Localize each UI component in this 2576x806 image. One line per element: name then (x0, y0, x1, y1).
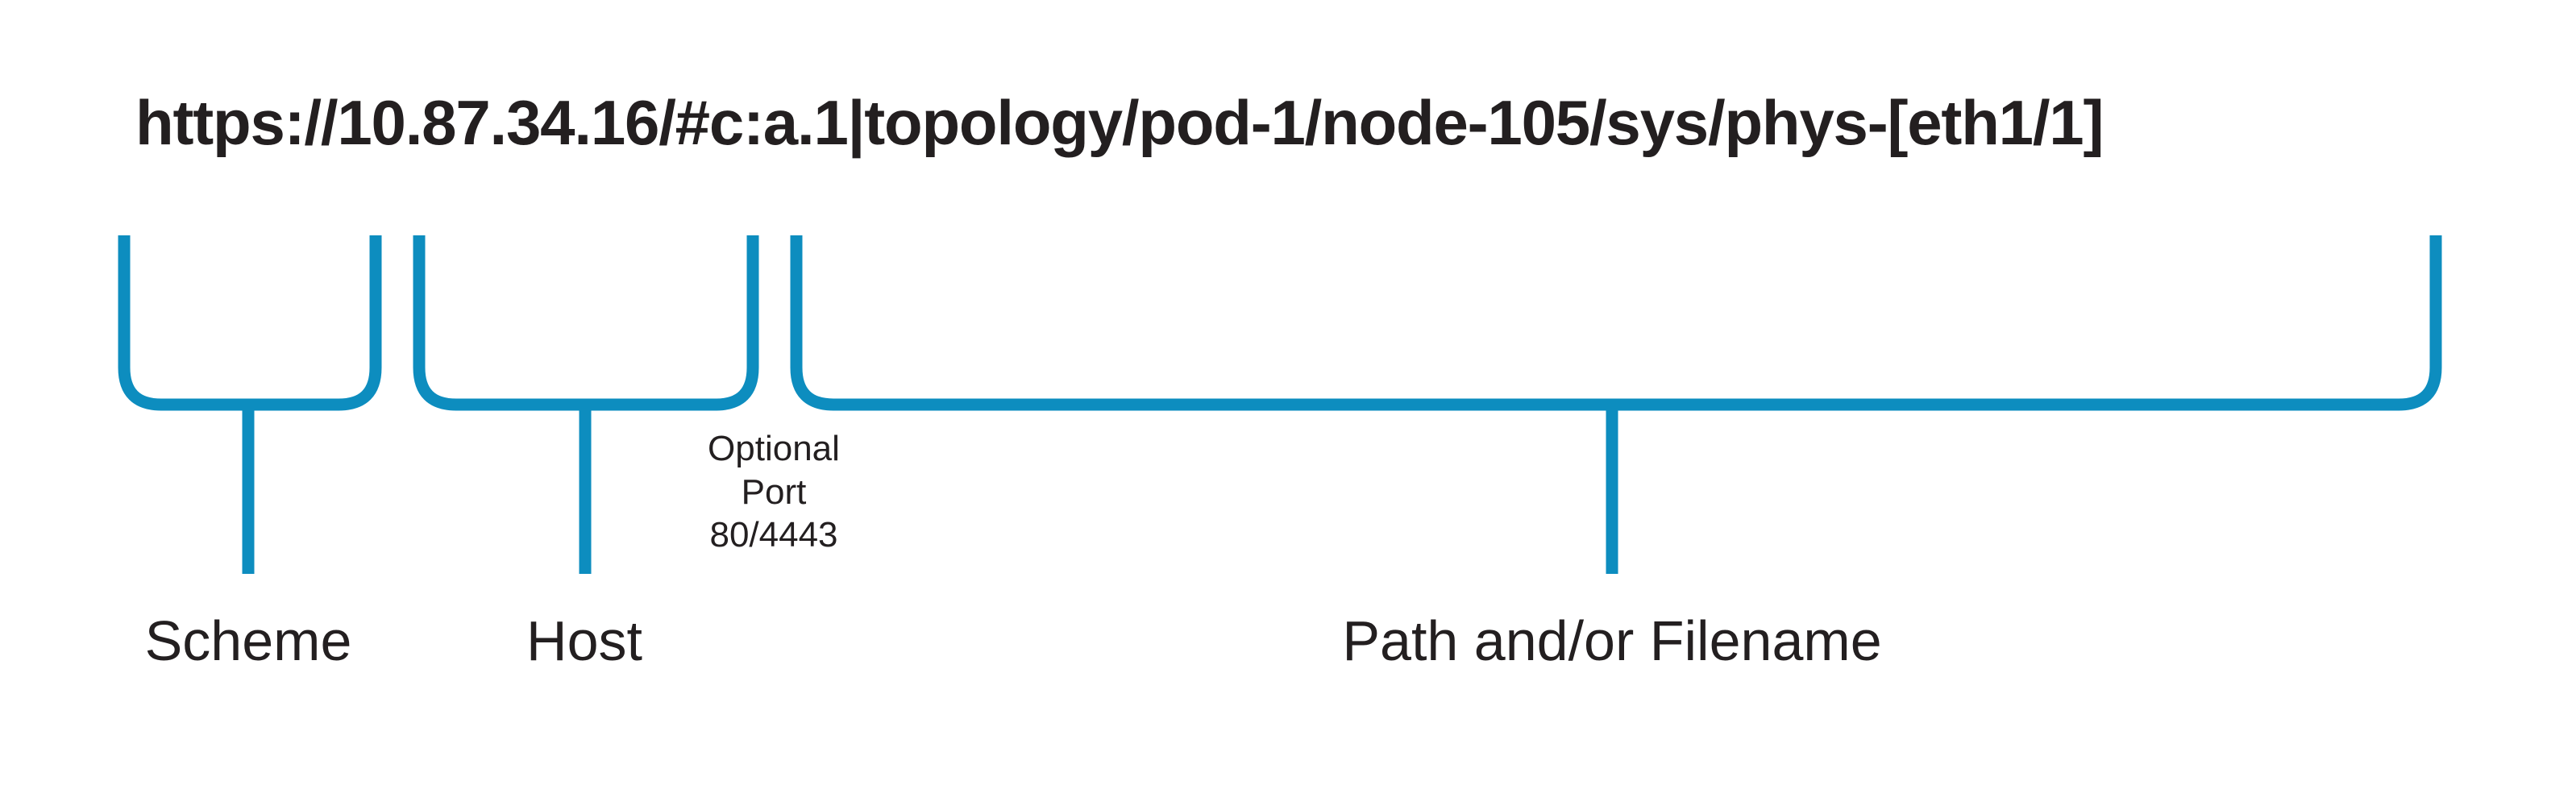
port-note-line-3: 80/4443 (709, 515, 838, 555)
path-bracket (790, 235, 2442, 411)
host-bracket (413, 235, 759, 411)
url-text: https://10.87.34.16/#c:a.1|topology/pod-… (135, 86, 2104, 158)
label-scheme: Scheme (144, 609, 352, 672)
port-note-line-2: Port (741, 472, 807, 512)
label-host: Host (526, 609, 642, 672)
scheme-bracket (118, 235, 382, 411)
label-path-filename: Path and/or Filename (1342, 609, 1882, 672)
port-note-line-1: Optional (708, 429, 840, 468)
optional-port-note: Optional Port 80/4443 (645, 427, 903, 557)
